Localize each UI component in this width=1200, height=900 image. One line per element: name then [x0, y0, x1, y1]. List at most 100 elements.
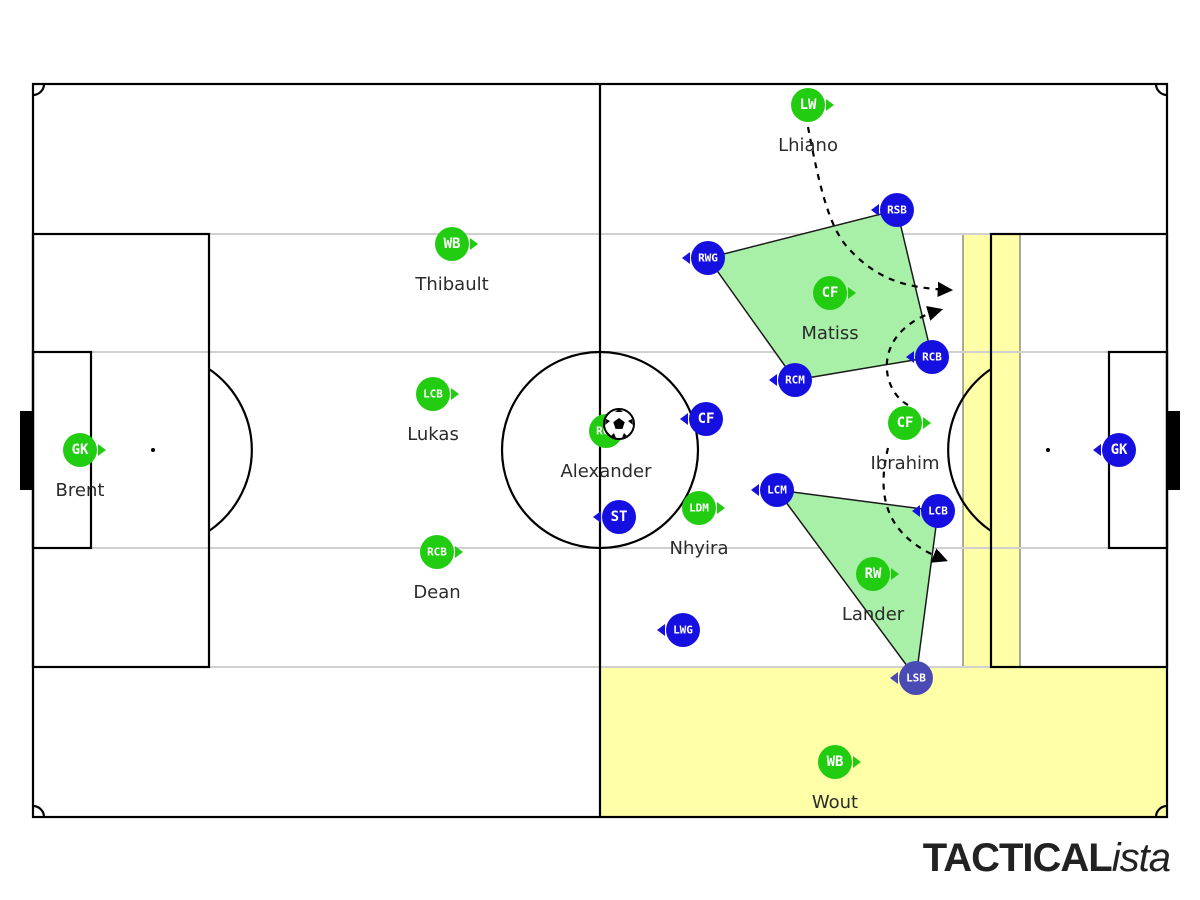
- player-marker-ldm-nhyira: LDM Nhyira: [670, 491, 729, 559]
- player-marker-opp-gk: GK: [1093, 433, 1136, 467]
- facing-indicator: [657, 624, 665, 636]
- player-marker-opp-rwg: RWG: [682, 241, 725, 275]
- facing-indicator: [470, 238, 478, 250]
- player-disc: [880, 193, 914, 227]
- facing-indicator: [890, 672, 898, 684]
- player-disc: [416, 377, 450, 411]
- corner-arc-bottom-left: [32, 804, 46, 818]
- player-role: WB: [827, 754, 844, 770]
- player-name: Ibrahim: [870, 453, 939, 474]
- football-icon: [603, 408, 635, 440]
- left-penalty-arc: [208, 368, 253, 532]
- player-marker-lw-lhiano: LW Lhiano: [778, 88, 838, 156]
- facing-indicator: [826, 99, 834, 111]
- facing-indicator: [891, 568, 899, 580]
- player-name: Wout: [812, 792, 858, 813]
- left-penalty-spot: [151, 448, 155, 452]
- player-role: LCB: [423, 388, 443, 401]
- left-penalty-area: [31, 232, 211, 669]
- left-goal: [20, 411, 33, 490]
- player-marker-opp-rcm: RCM: [769, 363, 812, 397]
- player-disc: [602, 500, 636, 534]
- player-disc: [682, 491, 716, 525]
- player-marker-cf-ibrahim: CF Ibrahim: [870, 406, 940, 474]
- player-marker-gk-brent: GK Brent: [56, 433, 106, 501]
- player-name: Lander: [842, 604, 905, 625]
- facing-indicator: [451, 388, 459, 400]
- player-name: Alexander: [560, 461, 652, 482]
- players-layer: GKBrentWBThibaultLCBLukasRCBDeanRCBAlexa…: [56, 88, 1136, 813]
- facing-indicator: [923, 417, 931, 429]
- corner-arc-top-right: [1154, 83, 1168, 97]
- player-role: GK: [72, 442, 89, 458]
- player-disc: [888, 406, 922, 440]
- player-marker-rcb-dean: RCB Dean: [413, 535, 463, 603]
- corner-arc-top-left: [32, 83, 46, 97]
- player-role: CF: [698, 411, 715, 427]
- facing-indicator: [593, 511, 601, 523]
- player-name: Brent: [56, 480, 105, 501]
- centre-circle: [500, 350, 700, 550]
- player-marker-lcb-lukas: LCB Lukas: [407, 377, 459, 445]
- wide-channel-zone: [599, 666, 1168, 818]
- facing-indicator: [912, 505, 920, 517]
- player-disc: [778, 363, 812, 397]
- facing-indicator: [871, 204, 879, 216]
- brand-main: TACTICAL: [922, 836, 1113, 880]
- player-marker-opp-lcm: LCM: [751, 473, 794, 507]
- facing-indicator: [751, 484, 759, 496]
- facing-indicator: [1093, 444, 1101, 456]
- player-disc: [63, 433, 97, 467]
- player-marker-wb-wout: WB Wout: [812, 745, 861, 813]
- facing-indicator: [769, 374, 777, 386]
- player-marker-opp-lwg: LWG: [657, 613, 700, 647]
- player-marker-opp-cf: CF: [680, 402, 723, 436]
- player-role: CF: [822, 285, 839, 301]
- player-marker-opp-rcb: RCB: [906, 340, 949, 374]
- corner-arc-bottom-right: [1154, 804, 1168, 818]
- player-role: LCB: [928, 505, 948, 518]
- player-name: Nhyira: [670, 538, 729, 559]
- player-role: LDM: [689, 502, 709, 515]
- player-disc: [813, 276, 847, 310]
- brand-suffix: ista: [1111, 836, 1171, 880]
- player-role: ST: [611, 509, 628, 525]
- player-marker-opp-rsb: RSB: [871, 193, 914, 227]
- right-penalty-spot: [1046, 448, 1050, 452]
- facing-indicator: [682, 252, 690, 264]
- player-disc: [791, 88, 825, 122]
- player-disc: [818, 745, 852, 779]
- facing-indicator: [853, 756, 861, 768]
- facing-indicator: [906, 351, 914, 363]
- facing-indicator: [680, 413, 688, 425]
- player-marker-opp-lcb: LCB: [912, 494, 955, 528]
- player-name: Lukas: [407, 424, 459, 445]
- player-disc: [435, 227, 469, 261]
- player-name: Lhiano: [778, 135, 838, 156]
- player-name: Dean: [413, 582, 460, 603]
- player-disc: [856, 557, 890, 591]
- right-goal: [1167, 411, 1180, 490]
- player-role: RWG: [698, 252, 718, 265]
- player-role: RCB: [427, 546, 447, 559]
- movement-runs: [806, 126, 954, 563]
- player-role: LCM: [767, 484, 787, 497]
- player-role: LWG: [673, 624, 693, 637]
- facing-indicator: [717, 502, 725, 514]
- player-role: LW: [800, 97, 817, 113]
- ibrahim-run-arrow: [882, 447, 948, 563]
- player-role: CF: [897, 415, 914, 431]
- player-role: RSB: [887, 204, 907, 217]
- player-disc: [689, 402, 723, 436]
- lower-press-zone: [775, 489, 939, 680]
- player-disc: [1102, 433, 1136, 467]
- player-disc: [899, 661, 933, 695]
- facing-indicator: [98, 444, 106, 456]
- tacticalista-logo: TACTICALista: [922, 836, 1171, 881]
- player-marker-opp-st: ST: [593, 500, 636, 534]
- player-name: Thibault: [414, 274, 488, 295]
